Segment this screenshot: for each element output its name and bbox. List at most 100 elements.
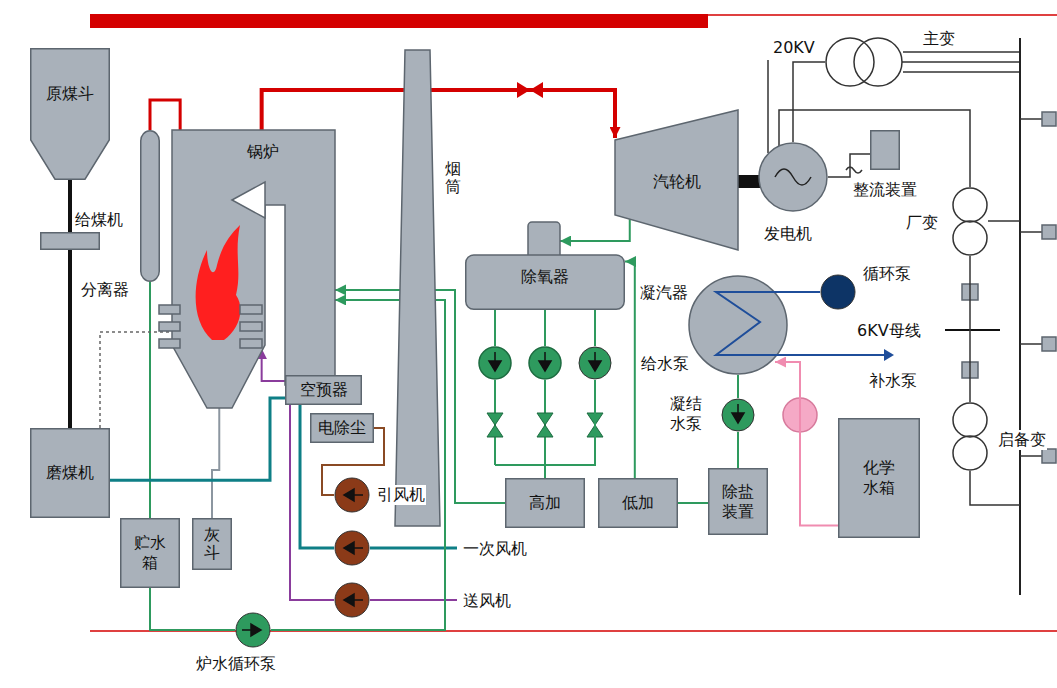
pipe-connector [150, 100, 180, 130]
coal-mill: 磨煤机 [30, 428, 110, 518]
burner [240, 305, 262, 314]
condenser: 凝汽器 [688, 275, 788, 375]
primary-air-fan-shape [334, 530, 370, 566]
node-label: 炉水循环泵 [195, 654, 277, 674]
node-label: 凝结水泵 [667, 394, 705, 434]
generator-wave [775, 169, 811, 185]
pipe-connector [678, 502, 708, 504]
primary-air-fan: 一次风机 [334, 530, 370, 566]
node-label: 汽轮机 [615, 172, 738, 192]
switch-symbols [962, 112, 1056, 463]
bunker-outline [31, 49, 110, 180]
box-outline [121, 519, 180, 588]
node-label: 原煤斗 [30, 84, 110, 104]
pump-body [335, 531, 369, 565]
node-label: 灰斗 [204, 526, 220, 561]
feed-pump: 给水泵 [578, 346, 612, 380]
coal-feeder-shape [40, 232, 100, 250]
transformer-coil [854, 38, 902, 86]
top-bar [90, 14, 708, 28]
node-label: 主变 [922, 29, 956, 49]
pipe-connector [212, 408, 219, 518]
node-label: 送风机 [462, 591, 512, 611]
box-outline [41, 233, 100, 250]
transformer-coil [953, 403, 987, 437]
furnace-nose [232, 182, 265, 218]
boiler-circulation-pump-shape [235, 612, 271, 648]
hp-heater: 高加 [505, 478, 585, 528]
pump-arrow [344, 489, 363, 501]
node-label: 给煤机 [74, 210, 124, 230]
node-label: 锅炉 [247, 142, 279, 162]
burner [159, 339, 180, 348]
pipe-connector [969, 256, 971, 402]
pump-label: 补水泵 [868, 371, 918, 391]
pipe-connector [775, 362, 838, 526]
boiler-circulation-pump: 炉水循环泵 [235, 612, 271, 648]
feed-line [494, 310, 496, 346]
main-transformer-shape [825, 37, 903, 87]
pump-arrow [242, 624, 261, 636]
deaerator-body [466, 255, 625, 309]
pump-body [579, 347, 611, 379]
feed-line [495, 464, 545, 466]
node-label: 除盐装置 [720, 482, 756, 522]
bus-wire [903, 51, 1020, 53]
pipe-connector [594, 310, 596, 346]
deaerator: 除氧器 [465, 222, 625, 310]
arrow-head [884, 349, 894, 361]
node-label: 发电机 [763, 224, 813, 244]
node-label: 凝汽器 [639, 283, 689, 303]
node-label: 一次风机 [462, 539, 528, 559]
pipe-connector [545, 380, 595, 478]
box-outline [311, 414, 374, 443]
burner [159, 305, 180, 314]
separator-shape [140, 130, 160, 282]
top-line [708, 14, 1057, 16]
rectifier-shape [870, 130, 900, 170]
pipe-connector [560, 219, 630, 241]
burner [240, 322, 262, 331]
box-outline [506, 479, 585, 528]
pipe-connector [68, 250, 72, 428]
node-label: 厂变 [905, 213, 939, 233]
pipe-connector [737, 375, 739, 398]
valve-symbols [487, 413, 603, 437]
node-label: 启备变 [997, 430, 1047, 450]
boiler: 锅炉 [172, 130, 335, 410]
circulating-pump: 循环泵 [820, 274, 856, 310]
box-outline [599, 479, 678, 528]
water-tank: 贮水箱 [120, 518, 180, 588]
condensate-pump-shape [721, 398, 755, 432]
pump-arrow [489, 352, 551, 371]
ash-hopper: 灰斗 [192, 518, 232, 570]
generator-body [759, 143, 827, 211]
condenser-shape [688, 275, 788, 375]
pump-body [821, 275, 855, 309]
transformer-coil [953, 436, 987, 470]
node-label: 空预器 [300, 380, 348, 400]
generator-shape [758, 142, 828, 212]
node-label: 磨煤机 [46, 463, 94, 483]
chimney-outline [395, 50, 440, 526]
condenser-tubes [716, 292, 778, 355]
node-label: 除氧器 [465, 267, 625, 287]
flame [196, 225, 241, 340]
pipe-connector [776, 291, 820, 293]
node-label: 贮水箱 [132, 533, 168, 573]
fd-fan: 送风机 [334, 582, 370, 618]
node-label: 电除尘 [318, 418, 366, 438]
transformer-coil [826, 38, 874, 86]
pipe-connector [68, 180, 72, 232]
transformer-coil [953, 188, 987, 222]
chemical-water-tank: 化学水箱 [838, 418, 920, 538]
pump-body [335, 583, 369, 617]
transformer-coil [953, 221, 987, 255]
node-label: 化学水箱 [861, 458, 897, 498]
boiler-wall [172, 130, 335, 408]
bus-label: 6KV母线 [856, 321, 922, 341]
box-outline [286, 376, 362, 405]
pipe-connector [793, 62, 825, 142]
box-outline [871, 131, 900, 170]
pipe-connector [625, 262, 635, 478]
